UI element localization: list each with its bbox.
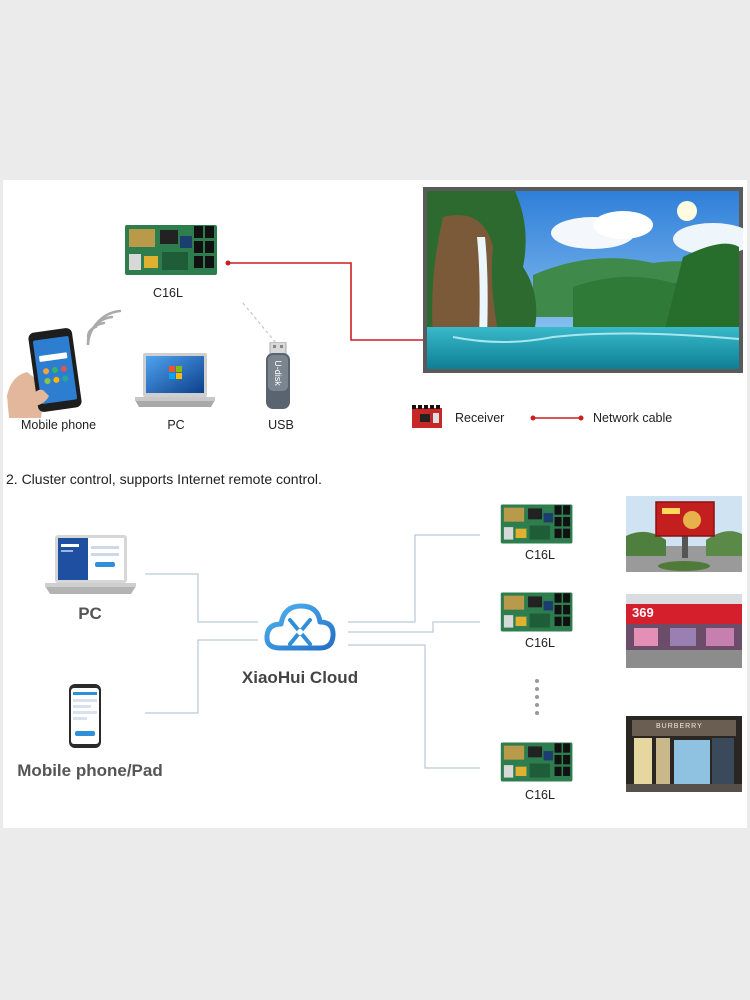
mobile-phone-label: Mobile phone <box>21 418 97 432</box>
section2-heading: 2. Cluster control, supports Internet re… <box>6 471 322 487</box>
storefront-sign-photo: 369 <box>626 594 742 668</box>
mobile-to-cloud-line <box>145 639 258 714</box>
led-display <box>423 187 743 373</box>
c16l-label-3: C16L <box>525 788 555 802</box>
usb-label: USB <box>268 418 294 432</box>
legend-receiver-label: Receiver <box>455 411 505 425</box>
c16l-label-2: C16L <box>525 636 555 650</box>
c16l-board-1 <box>500 504 573 544</box>
legend-network-cable-label: Network cable <box>593 411 673 425</box>
c16l-board-3 <box>500 742 573 782</box>
sign-text-burberry: BURBERRY <box>656 723 703 730</box>
cloud-to-c16l-2-line <box>348 621 480 633</box>
billboard-photo <box>626 496 742 572</box>
usb-drive-icon: U-disk <box>264 342 292 410</box>
c16l-board <box>125 225 217 275</box>
xiaohui-cloud-icon <box>264 603 336 651</box>
laptop-pc-icon <box>135 353 215 407</box>
c16l-label: C16L <box>153 286 183 300</box>
receiver-card-icon <box>412 405 442 428</box>
sign-text-369: 369 <box>632 605 654 620</box>
section2-pc-label: PC <box>78 604 102 623</box>
udisk-text: U-disk <box>273 360 283 386</box>
network-cable-line <box>228 262 424 341</box>
burberry-store-photo: BURBERRY <box>626 716 742 792</box>
cloud-label: XiaoHui Cloud <box>241 668 359 687</box>
cloud-to-c16l-1-line <box>348 534 480 623</box>
c16l-label-1: C16L <box>525 548 555 562</box>
wifi-signal-icon <box>86 309 122 345</box>
laptop-pc-icon-2 <box>45 535 136 594</box>
pc-to-cloud-line <box>145 573 258 623</box>
section2-mobile-pad-label: Mobile phone/Pad <box>17 761 163 780</box>
c16l-board-2 <box>500 592 573 632</box>
mobile-phone-icon <box>7 328 82 418</box>
usb-dashed-line <box>242 302 277 344</box>
mobile-pad-icon <box>69 684 101 748</box>
pc-label: PC <box>167 418 185 432</box>
cloud-to-c16l-3-line <box>348 644 480 769</box>
ellipsis-dots <box>535 679 539 715</box>
landscape-image <box>427 191 743 369</box>
